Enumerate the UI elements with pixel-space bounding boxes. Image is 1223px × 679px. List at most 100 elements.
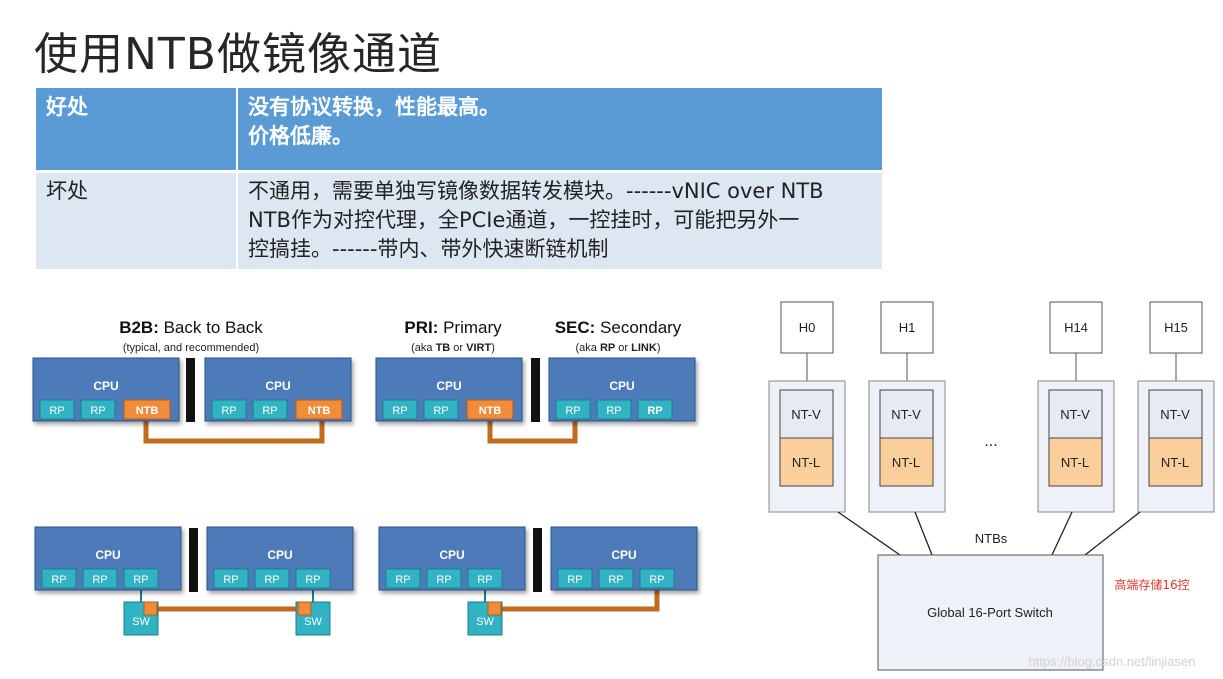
switch-link <box>1084 511 1141 556</box>
b2b-title: B2B: Back to Back <box>119 318 263 337</box>
rp-label: RP <box>90 405 105 417</box>
rp-port <box>596 399 632 420</box>
ntb-marker <box>487 601 502 616</box>
ntb-port <box>123 399 171 420</box>
cons-label: 坏处 <box>36 170 238 269</box>
rp-port <box>555 399 591 420</box>
nt-l-box <box>879 437 934 487</box>
rp-port <box>39 399 75 420</box>
ntb-link <box>487 418 578 444</box>
rp-port <box>382 399 418 420</box>
switch-label: Global 16-Port Switch <box>927 605 1053 620</box>
rp-port <box>467 568 503 589</box>
separator-bar <box>189 528 198 592</box>
ellipsis: ... <box>984 433 997 450</box>
rp-label: RP <box>395 574 410 586</box>
rp-label: RP <box>49 405 64 417</box>
sw-link <box>494 590 660 612</box>
pros-content: 没有协议转换，性能最高。 价格低廉。 <box>237 88 882 172</box>
rp-label: RP <box>477 574 492 586</box>
rp-label: RP <box>392 405 407 417</box>
rp-label: RP <box>608 574 623 586</box>
sw-label: SW <box>476 616 494 628</box>
nt-v-label: NT-V <box>1060 407 1090 422</box>
rp-port <box>82 568 118 589</box>
rp-port <box>598 568 634 589</box>
pros-cons-table: 好处 没有协议转换，性能最高。 价格低廉。 坏处 不通用，需要单独写镜像数据转发… <box>36 88 882 269</box>
rp-label: RP <box>223 574 238 586</box>
rp-label: RP <box>133 574 148 586</box>
rp-label: RP <box>92 574 107 586</box>
cpu-label: CPU <box>609 379 634 393</box>
ntb-marker <box>297 601 312 616</box>
sw-box <box>123 601 159 636</box>
ntb-label: NTB <box>308 405 331 417</box>
switch-link <box>1051 511 1073 556</box>
ntb-label: NTB <box>136 405 159 417</box>
table-row: 好处 没有协议转换，性能最高。 价格低廉。 <box>36 88 882 172</box>
cons-line: 不通用，需要单独写镜像数据转发模块。------vNIC over NTB <box>248 179 824 203</box>
pros-line: 没有协议转换，性能最高。 <box>248 94 500 119</box>
switch-link <box>914 511 933 556</box>
rp-port <box>639 568 675 589</box>
ntb-port <box>295 399 343 420</box>
rp-port <box>123 568 159 589</box>
rp-label: RP <box>565 405 580 417</box>
note-label: 高端存储16控 <box>1114 577 1189 592</box>
ntb-label: NTB <box>479 405 502 417</box>
rp-label: RP <box>51 574 66 586</box>
rp-port <box>295 568 331 589</box>
pri-subtitle: (aka TB or VIRT) <box>411 342 495 354</box>
rp-label: RP <box>264 574 279 586</box>
nt-v-label: NT-V <box>1160 407 1190 422</box>
sec-subtitle: (aka RP or LINK) <box>576 342 661 354</box>
cons-content: 不通用，需要单独写镜像数据转发模块。------vNIC over NTB NT… <box>237 170 882 269</box>
cons-line: 控搞挂。------带内、带外快速断链机制 <box>248 237 609 261</box>
ntb-marker <box>143 601 158 616</box>
rp-label: RP <box>606 405 621 417</box>
cpu-label: CPU <box>439 548 464 562</box>
rp-label: RP <box>436 574 451 586</box>
rp-port <box>254 568 290 589</box>
rp-port <box>423 399 459 420</box>
ntb-port <box>466 399 514 420</box>
sw-label: SW <box>304 616 322 628</box>
rp-label: RP <box>221 405 236 417</box>
page-title: 使用NTB做镜像通道 <box>34 29 442 80</box>
rp-port <box>385 568 421 589</box>
host-label: H15 <box>1164 320 1188 335</box>
rp-port <box>426 568 462 589</box>
host-box <box>780 301 834 354</box>
rp-label: RP <box>305 574 320 586</box>
rp-label: RP <box>647 405 662 417</box>
host-label: H0 <box>799 320 816 335</box>
host-label: H1 <box>899 320 916 335</box>
cpu-label: CPU <box>436 379 461 393</box>
switch-link <box>837 511 901 556</box>
rp-port <box>211 399 247 420</box>
nt-l-label: NT-L <box>1161 455 1189 470</box>
rp-label: RP <box>649 574 664 586</box>
nt-l-label: NT-L <box>792 455 820 470</box>
rp-port <box>637 399 673 420</box>
pri-title: PRI: Primary <box>404 318 502 337</box>
rp-label: RP <box>262 405 277 417</box>
b2b-subtitle: (typical, and recommended) <box>123 342 259 354</box>
nt-v-label: NT-V <box>891 407 921 422</box>
cpu-label: CPU <box>611 548 636 562</box>
separator-bar <box>186 358 195 422</box>
watermark: https://blog.csdn.net/linjiasen <box>1029 654 1196 669</box>
cpu-label: CPU <box>267 548 292 562</box>
cpu-label: CPU <box>93 379 118 393</box>
host-box <box>1149 301 1203 354</box>
ntb-link <box>143 418 325 444</box>
nt-l-label: NT-L <box>892 455 920 470</box>
sec-title: SEC: Secondary <box>555 318 682 337</box>
cons-line: NTB作为对控代理，全PCIe通道，一控挂时，可能把另外一 <box>248 208 800 232</box>
cpu-label: CPU <box>95 548 120 562</box>
pros-line: 价格低廉。 <box>248 123 353 148</box>
global-switch-box <box>877 554 1104 671</box>
rp-port <box>252 399 288 420</box>
nt-v-box <box>1048 389 1103 439</box>
